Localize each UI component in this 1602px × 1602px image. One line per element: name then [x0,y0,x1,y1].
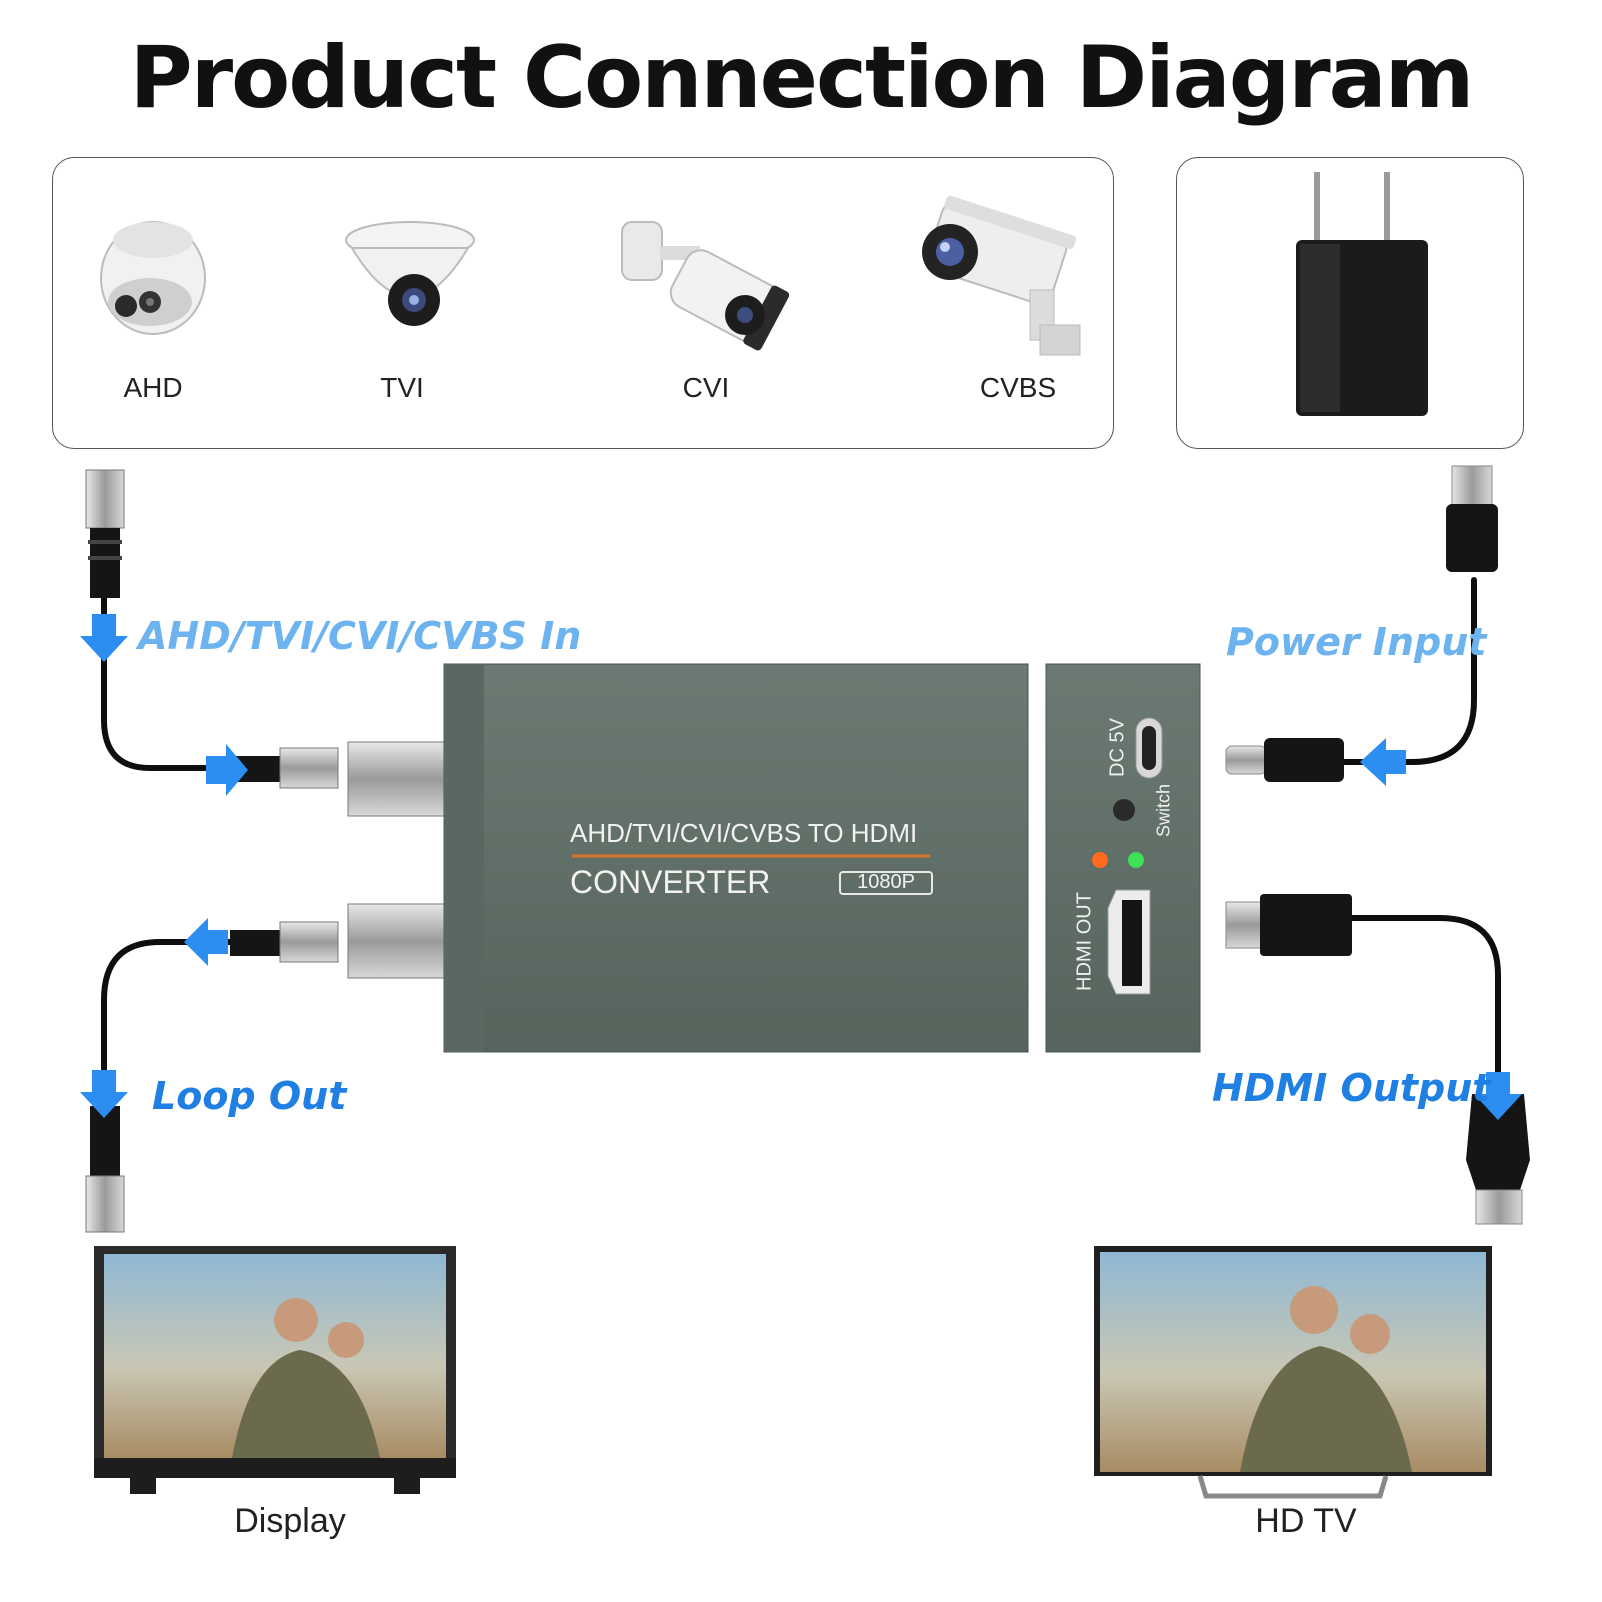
switch-label: Switch [1153,784,1174,838]
usb-c-plug-icon [1225,738,1344,782]
arrow-down-input-icon [80,614,128,662]
arrow-left-power-icon [1360,738,1406,786]
power-adapter-icon [1296,172,1428,416]
hd-tv-label: HD TV [1255,1502,1357,1540]
resolution-badge: 1080P [857,871,915,893]
device-name-line2: CONVERTER [570,864,771,900]
arrow-right-input-icon [206,744,248,796]
bnc-plug-loop-icon [230,903,445,979]
hdmi-plug-device-icon [1225,894,1352,956]
cable-lines [101,577,1501,1103]
usb-a-plug-icon [1446,465,1498,572]
hdmi-out-label: HDMI OUT [1073,892,1096,991]
display-label: Display [234,1502,346,1540]
camera-panel [52,157,1114,449]
hdmi-plug-tv-icon [1466,1094,1530,1225]
camera-label-tvi: TVI [380,372,424,403]
camera-label-cvbs: CVBS [979,372,1057,403]
camera-label-ahd: AHD [123,372,183,403]
hd-tv-icon [1094,1246,1492,1499]
flow-label-hdmi: HDMI Output [1212,1066,1491,1110]
display-monitor-icon [94,1246,456,1494]
converter-device [443,663,1201,1053]
page-title: Product Connection Diagram [129,28,1475,128]
device-name-line1: AHD/TVI/CVI/CVBS TO HDMI [570,818,918,848]
flow-arrows [80,614,1522,1120]
bnc-input-connector-icon [85,469,125,598]
arrow-down-loop-icon [80,1070,128,1118]
cvi-camera-icon [621,221,790,351]
camera-label-cvi: CVI [682,372,730,403]
tvi-camera-icon [345,221,475,326]
flow-label-input: AHD/TVI/CVI/CVBS In [138,614,582,658]
flow-label-loop: Loop Out [152,1074,347,1118]
flow-label-power: Power Input [1226,620,1487,664]
bnc-loop-connector-icon [85,1106,125,1233]
arrow-left-loop-icon [184,918,228,966]
ahd-camera-icon [100,221,206,335]
arrow-down-hdmi-icon [1474,1072,1522,1120]
bnc-plug-input-icon [230,741,445,817]
dc-5v-label: DC 5V [1106,718,1129,777]
cvbs-camera-icon [922,195,1081,356]
